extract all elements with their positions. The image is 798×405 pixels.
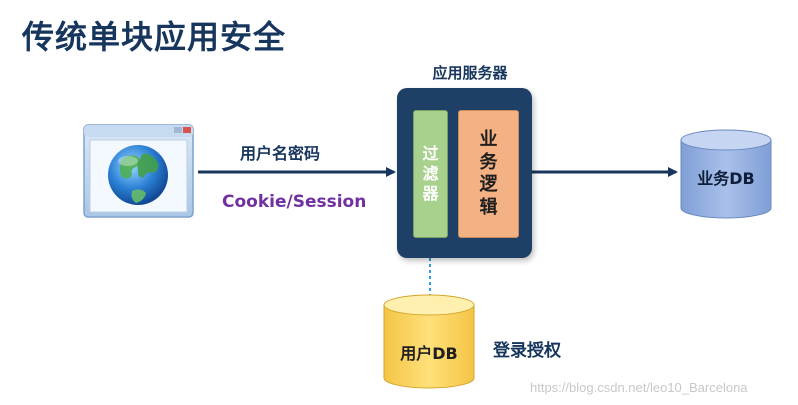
filter-char: 过 (422, 144, 439, 163)
watermark: https://blog.csdn.net/leo10_Barcelona (530, 380, 748, 395)
business-logic-box: 业 务 逻 辑 (458, 110, 519, 238)
edge-label-cookie-session: Cookie/Session (222, 192, 367, 212)
user-db-cylinder (383, 294, 475, 389)
business-db-label: 业务DB (697, 169, 755, 188)
business-db-cylinder (680, 129, 772, 219)
logic-char: 逻 (479, 174, 498, 195)
page-title: 传统单块应用安全 (22, 18, 287, 56)
server-label: 应用服务器 (432, 64, 508, 82)
logic-char: 业 (479, 129, 498, 150)
filter-char: 滤 (422, 164, 439, 183)
filter-box: 过 滤 器 (413, 110, 448, 238)
logic-char: 务 (479, 151, 498, 173)
logic-char: 辑 (479, 196, 498, 218)
edge-label-credentials: 用户名密码 (240, 144, 321, 163)
filter-char: 器 (422, 184, 439, 203)
edge-label-auth: 登录授权 (493, 341, 561, 361)
user-db-label: 用户DB (400, 344, 458, 363)
browser-globe-icon (82, 123, 195, 219)
